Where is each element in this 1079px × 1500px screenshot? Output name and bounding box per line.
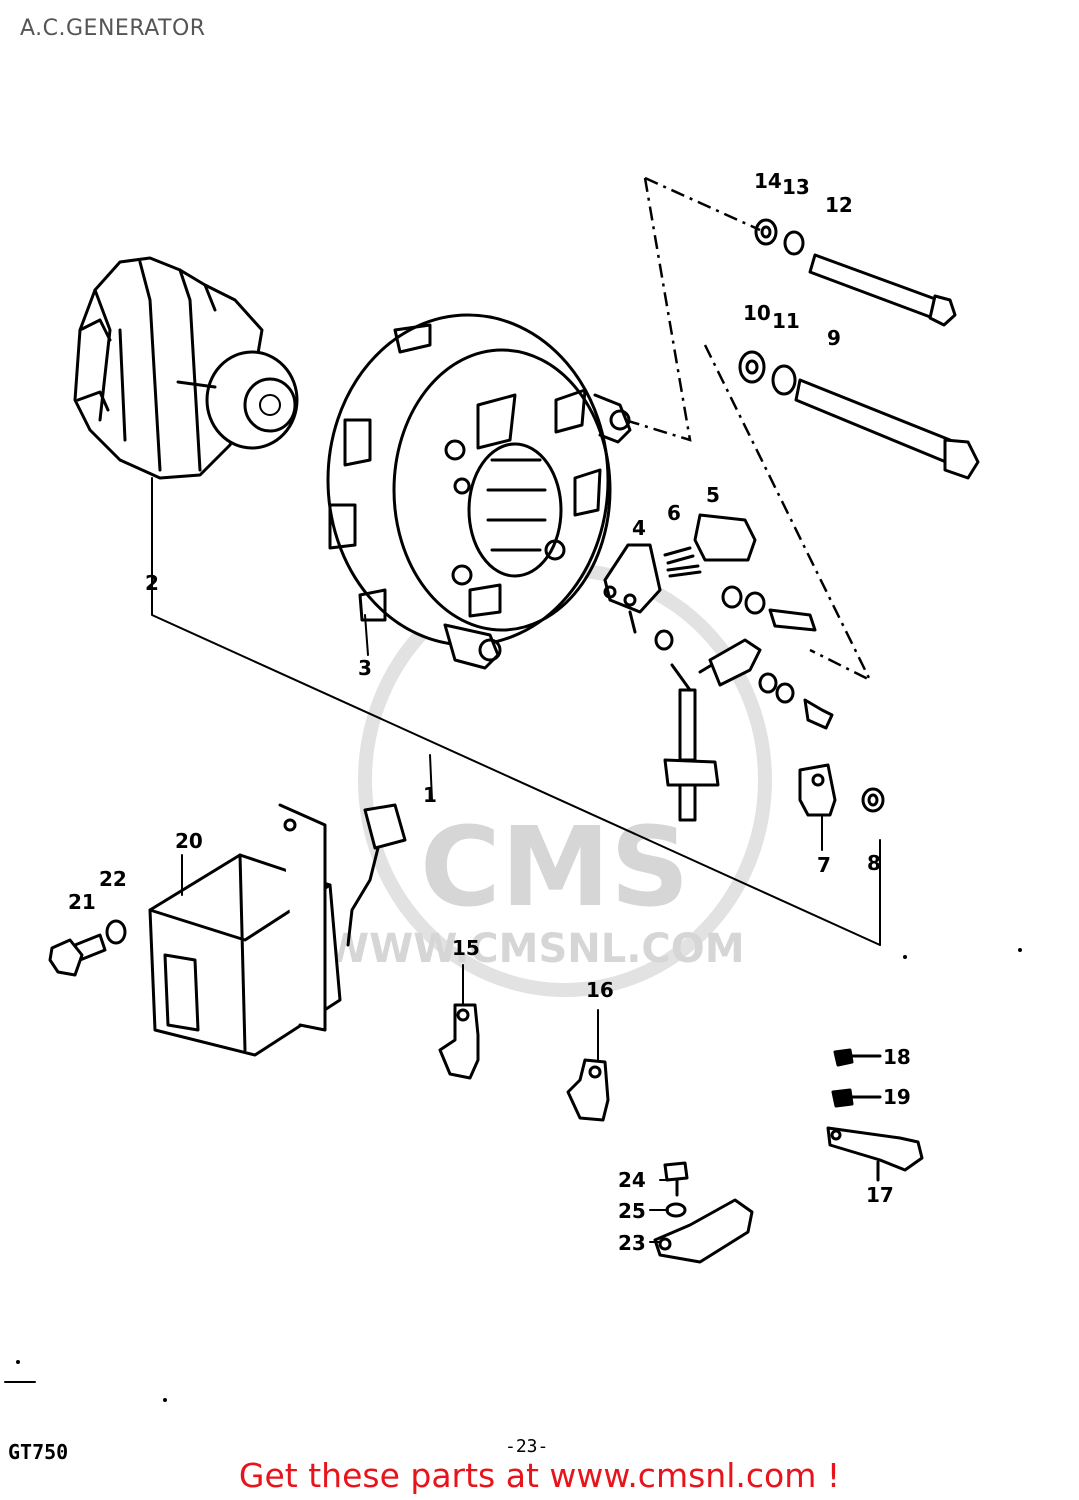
scan-marks [4, 948, 1022, 1402]
part-label-22: 22 [99, 867, 127, 891]
page-title: A.C.GENERATOR [20, 16, 206, 41]
part-label-20: 20 [175, 829, 203, 853]
part-label-6: 6 [667, 501, 681, 525]
part-label-2: 2 [145, 571, 159, 595]
part-label-4: 4 [632, 516, 646, 540]
washer-8 [861, 787, 885, 813]
part-label-17: 17 [866, 1183, 894, 1207]
brush-holder-assembly [603, 513, 817, 651]
rotor-part [73, 256, 299, 480]
page-number: -23- [505, 1436, 549, 1457]
washer-25 [665, 1202, 687, 1218]
part-label-13: 13 [782, 175, 810, 199]
model-code: GT750 [8, 1440, 69, 1464]
stator-housing-part [326, 313, 632, 670]
watermark-brand: CMS [420, 803, 689, 931]
bolt-21 [48, 933, 107, 977]
lead-wire [663, 638, 834, 822]
part-label-10: 10 [743, 301, 771, 325]
washer-22 [105, 919, 127, 945]
watermark-url: WWW.CMSNL.COM [325, 926, 745, 972]
part-label-8: 8 [867, 851, 881, 875]
clamp-16 [566, 1058, 610, 1122]
guide-lines [151, 176, 881, 1243]
part-label-25: 25 [618, 1199, 646, 1223]
part-label-19: 19 [883, 1085, 911, 1109]
part-label-9: 9 [827, 326, 841, 350]
clamp-15 [438, 1003, 480, 1080]
part-label-5: 5 [706, 483, 720, 507]
part-label-1: 1 [423, 783, 437, 807]
regulator-part [148, 803, 407, 1057]
part-label-14: 14 [754, 169, 782, 193]
screw-18 [833, 1048, 882, 1067]
part-callouts: 1 2 3 4 5 6 7 8 9 10 11 12 13 14 15 16 1… [68, 169, 911, 1255]
part-label-3: 3 [358, 656, 372, 680]
cta-link[interactable]: Get these parts at www.cmsnl.com ! [238, 1456, 841, 1495]
clamp-7 [798, 763, 837, 817]
part-label-12: 12 [825, 193, 853, 217]
part-label-23: 23 [618, 1231, 646, 1255]
part-label-16: 16 [586, 978, 614, 1002]
part-label-18: 18 [883, 1045, 911, 1069]
nut-19 [831, 1088, 882, 1108]
part-label-21: 21 [68, 890, 96, 914]
clamp-23 [653, 1198, 754, 1264]
part-label-15: 15 [452, 936, 480, 960]
mounting-bolts [738, 218, 980, 480]
clamp-17 [826, 1126, 924, 1182]
watermark: CMS WWW.CMSNL.COM [325, 563, 772, 997]
part-label-7: 7 [817, 853, 831, 877]
part-label-24: 24 [618, 1168, 646, 1192]
part-label-11: 11 [772, 309, 800, 333]
screw-24 [663, 1161, 689, 1197]
